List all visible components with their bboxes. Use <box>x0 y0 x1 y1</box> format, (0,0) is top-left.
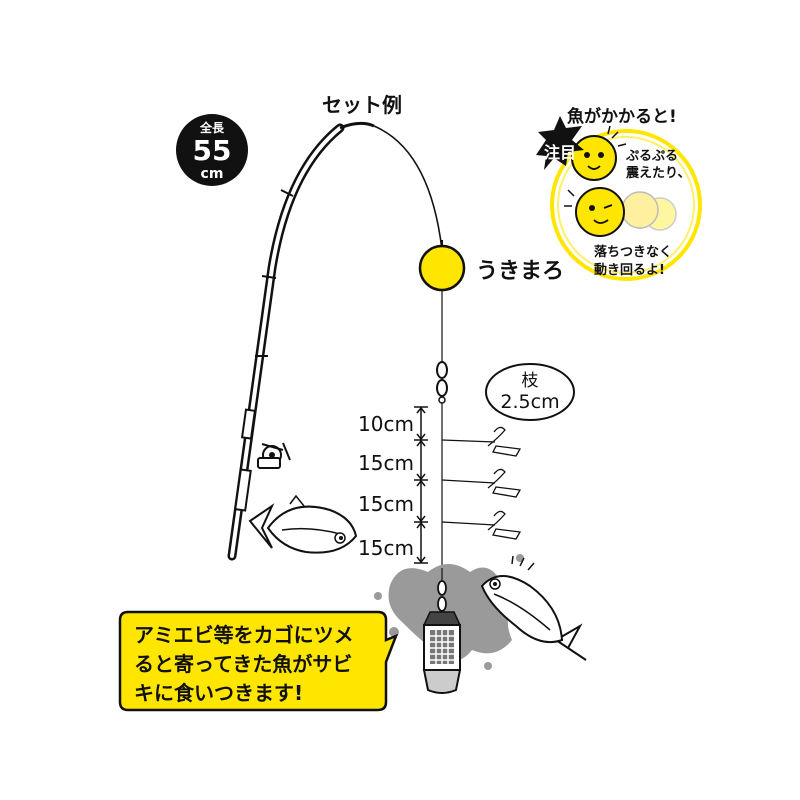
reel-icon <box>257 442 291 469</box>
callout-line-1: アミエビ等をカゴにツメ <box>134 623 354 647</box>
float-icon <box>418 240 466 292</box>
length-badge: 全長 55 cm <box>176 114 248 186</box>
attention-line-2a: 落ちつきなく <box>594 244 672 260</box>
callout-line-3: キに食いつきます! <box>134 681 303 705</box>
attention-panel: 注目 魚がかかると! ぷるぷる 震えたり、 落ちつきなく 動き回るよ! <box>536 106 702 281</box>
interval-label-1: 10cm <box>358 412 414 436</box>
interval-label-3: 15cm <box>358 492 414 516</box>
bait-cage-icon <box>422 568 462 694</box>
branch-label: 枝 <box>522 371 539 391</box>
callout-box: アミエビ等をカゴにツメ ると寄ってきた魚がサビ キに食いつきます! <box>118 610 399 712</box>
float-face-icon <box>571 125 627 181</box>
float-label: うきまろ <box>476 259 564 284</box>
fish-right-icon <box>480 555 587 661</box>
interval-label-4: 15cm <box>358 536 414 560</box>
swivel-icon <box>436 361 448 404</box>
branch-bubble: 枝 2.5cm <box>485 363 575 421</box>
length-value: 55 <box>193 134 232 167</box>
attention-badge: 注目 <box>536 116 584 170</box>
attention-heading: 魚がかかると! <box>567 106 677 127</box>
fishing-line <box>373 125 443 251</box>
attention-line-1a: ぷるぷる <box>625 149 678 164</box>
attention-badge-label: 注目 <box>544 143 576 162</box>
page-title: セット例 <box>322 93 402 117</box>
length-unit: cm <box>201 166 224 182</box>
branch-length: 2.5cm <box>500 391 559 413</box>
callout-line-2: ると寄ってきた魚がサビ <box>134 652 352 676</box>
interval-label-2: 15cm <box>358 451 414 475</box>
attention-line-2b: 動き回るよ! <box>594 262 665 278</box>
fishing-rod <box>227 121 375 561</box>
attention-line-1b: 震えたり、 <box>625 166 690 181</box>
branch-hooks <box>441 426 522 540</box>
length-label: 全長 <box>199 120 225 135</box>
float-face-wink-icon <box>564 187 625 237</box>
fish-left-icon <box>248 494 358 554</box>
measure-bar <box>414 406 428 564</box>
